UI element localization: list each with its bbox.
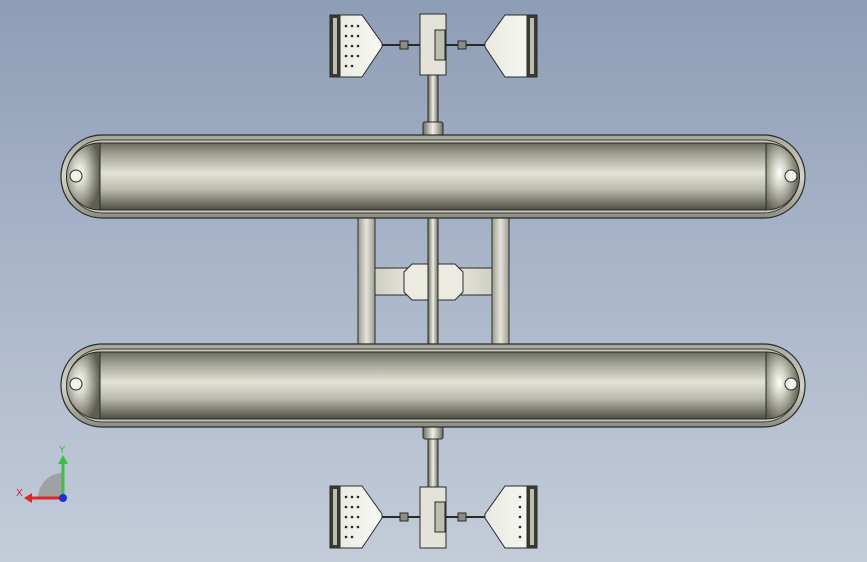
pontoon-bottom-tube bbox=[99, 351, 767, 420]
pontoon-bottom-cap-left bbox=[66, 351, 101, 420]
triad-x-label: X bbox=[16, 488, 23, 499]
pontoon-top-cap-left bbox=[66, 142, 101, 211]
pontoon-top-hole-left bbox=[69, 169, 83, 183]
pontoon-bottom-hole-left bbox=[69, 377, 83, 391]
paddle-hub-flange-top bbox=[434, 29, 446, 61]
pontoon-top[interactable] bbox=[60, 134, 806, 219]
triad-y-arrow-icon bbox=[58, 455, 68, 464]
paddle-assembly-bottom[interactable] bbox=[329, 485, 538, 549]
pontoon-top-cap-right bbox=[765, 142, 800, 211]
pontoon-bottom[interactable] bbox=[60, 343, 806, 428]
pontoon-bottom-cap-right bbox=[765, 351, 800, 420]
frame-beam-right bbox=[491, 215, 510, 348]
drive-shaft bbox=[422, 69, 444, 491]
shaft-lower bbox=[427, 435, 439, 491]
triad-x-arrow-icon bbox=[24, 493, 32, 503]
pontoon-top-hole-right bbox=[784, 169, 798, 183]
pontoon-top-tube bbox=[99, 142, 767, 211]
orientation-triad[interactable]: X Y bbox=[16, 445, 68, 503]
triad-y-label: Y bbox=[58, 445, 66, 456]
center-frame bbox=[357, 215, 510, 348]
shaft-upper bbox=[427, 69, 439, 127]
shaft-center bbox=[427, 213, 439, 349]
paddle-assembly-top[interactable] bbox=[329, 13, 538, 78]
triad-z-axis-icon bbox=[59, 494, 67, 502]
paddle-hub-flange-bottom bbox=[434, 501, 446, 533]
triad-plane bbox=[38, 473, 63, 498]
pontoon-bottom-hole-right bbox=[784, 377, 798, 391]
frame-beam-left bbox=[357, 215, 376, 348]
